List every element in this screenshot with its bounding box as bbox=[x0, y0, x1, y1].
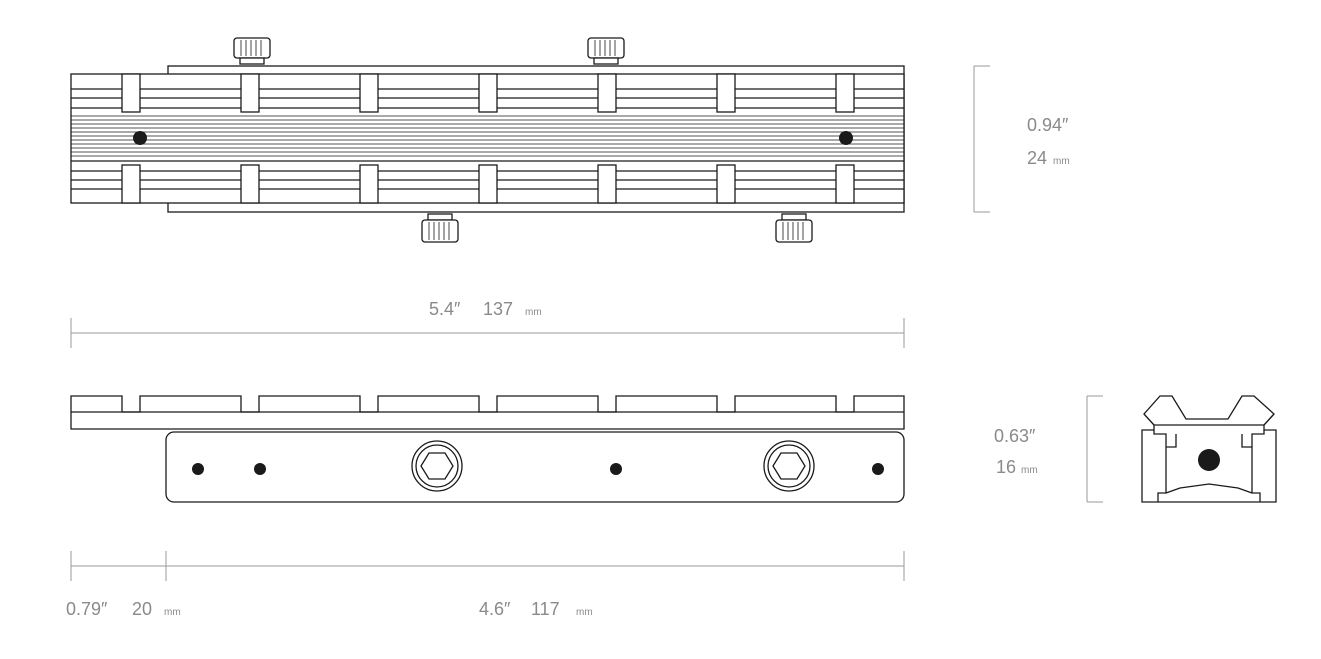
dimension-height-side: 0.63″ 16 mm bbox=[994, 395, 1103, 503]
length-base-inch: 4.6″ bbox=[479, 599, 511, 619]
mounting-hole-icon bbox=[133, 131, 147, 145]
offset-unit: mm bbox=[164, 607, 181, 618]
knurled-screw-icon bbox=[775, 213, 813, 243]
mounting-hole-icon bbox=[1198, 449, 1220, 471]
height-side-inch: 0.63″ bbox=[994, 426, 1036, 446]
mounting-hole-icon bbox=[610, 463, 622, 475]
side-view bbox=[70, 395, 905, 503]
rail-slots bbox=[121, 73, 855, 204]
dimension-length-total: 5.4″ 137 mm bbox=[70, 299, 905, 348]
end-view bbox=[1141, 395, 1277, 503]
knurled-screw-icon bbox=[421, 213, 459, 243]
height-side-unit: mm bbox=[1021, 465, 1038, 476]
dimension-height-top: 0.94″ 24 mm bbox=[973, 65, 1070, 213]
knurled-screw-icon bbox=[587, 37, 625, 65]
height-top-unit: mm bbox=[1053, 156, 1070, 167]
height-side-mm: 16 bbox=[996, 457, 1016, 477]
length-base-mm: 117 bbox=[531, 599, 560, 619]
knurled-screw-icon bbox=[233, 37, 271, 65]
dimension-offset-and-base: 0.79″ 20 mm 4.6″ 117 mm bbox=[66, 551, 905, 619]
mounting-hole-icon bbox=[254, 463, 266, 475]
length-base-unit: mm bbox=[576, 607, 593, 618]
height-top-mm: 24 bbox=[1027, 148, 1047, 168]
offset-mm: 20 bbox=[132, 599, 152, 619]
mounting-hole-icon bbox=[192, 463, 204, 475]
hex-bolt-icon bbox=[411, 440, 463, 492]
length-total-mm: 137 bbox=[483, 299, 513, 319]
base-plate-side bbox=[165, 431, 905, 503]
mounting-hole-icon bbox=[872, 463, 884, 475]
length-total-inch: 5.4″ bbox=[429, 299, 461, 319]
height-top-inch: 0.94″ bbox=[1027, 115, 1069, 135]
offset-inch: 0.79″ bbox=[66, 599, 108, 619]
length-total-unit: mm bbox=[525, 307, 542, 318]
mounting-hole-icon bbox=[839, 131, 853, 145]
hex-bolt-icon bbox=[763, 440, 815, 492]
top-view bbox=[70, 37, 905, 243]
